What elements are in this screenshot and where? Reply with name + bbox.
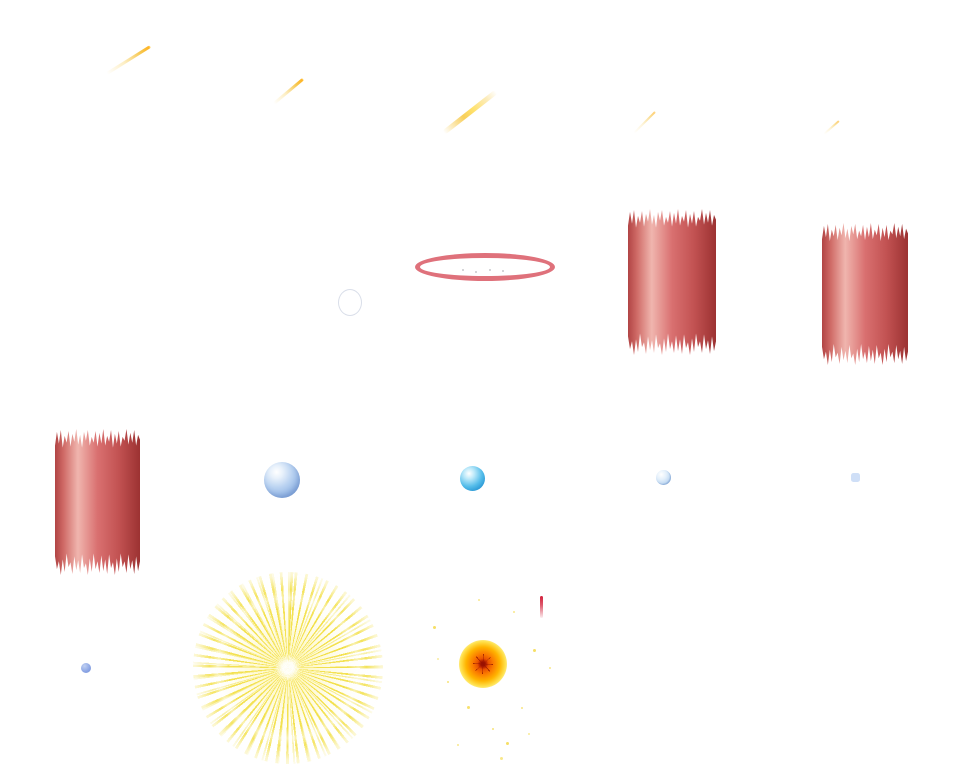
spark-speck — [492, 728, 494, 730]
comet-sprite-3 — [442, 89, 498, 135]
firecracker-sprite-2 — [822, 222, 908, 365]
bubble-sprite-large — [264, 462, 300, 498]
bubble-sprite-square — [851, 473, 860, 482]
ring-speck — [489, 269, 491, 271]
bubble-sprite-small — [656, 470, 671, 485]
glow-orb-core — [473, 654, 493, 674]
firecracker-sprite-3 — [55, 428, 140, 575]
ring-speck — [462, 269, 464, 271]
spark-speck — [528, 733, 530, 735]
comet-sprite-1 — [106, 45, 152, 75]
red-spark-sprite — [540, 596, 543, 618]
spark-speck — [433, 626, 436, 629]
faint-circle-sprite — [338, 289, 362, 316]
glow-orb-sprite — [459, 640, 507, 688]
bubble-sprite-dot — [81, 663, 91, 673]
firecracker-sprite-1 — [628, 208, 716, 355]
spark-speck — [513, 611, 515, 613]
spark-speck — [549, 667, 551, 669]
ring-speck — [475, 271, 477, 273]
ring-speck — [502, 270, 504, 272]
comet-sprite-5 — [823, 120, 840, 135]
spark-speck — [467, 706, 470, 709]
spark-speck — [478, 599, 480, 601]
comet-sprite-2 — [273, 77, 305, 105]
spark-speck — [437, 658, 439, 660]
ellipse-ring-sprite — [415, 253, 555, 281]
comet-sprite-4 — [633, 111, 656, 134]
starburst-sprite — [193, 572, 383, 764]
spark-speck — [521, 707, 523, 709]
spark-speck — [457, 744, 459, 746]
spark-speck — [447, 681, 449, 683]
spark-speck — [533, 649, 536, 652]
spark-speck — [500, 757, 503, 760]
spark-speck — [506, 742, 509, 745]
bubble-sprite-medium — [460, 466, 485, 491]
